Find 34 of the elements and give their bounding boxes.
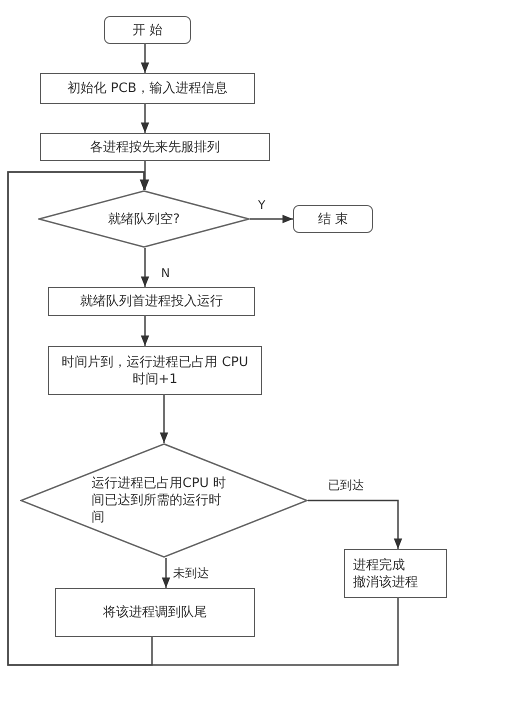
decision-diamond [20,443,308,558]
process-box [48,287,255,316]
step-text: 进程完成 [353,556,405,574]
edge-label: 已到达 [327,478,365,492]
edge-label: N [160,266,171,280]
step-text: 结 束 [318,210,348,228]
arrow [140,104,150,133]
edge-label: 未到达 [172,566,210,580]
step-text: 就绪队列首进程投入运行 [80,293,223,310]
arrow [160,395,168,443]
arrow [308,500,402,549]
step-text: 开 始 [132,22,163,38]
process-box [48,346,262,395]
process-box [40,73,255,104]
arrow [140,316,150,346]
arrow [140,248,150,287]
arrow [162,558,170,588]
process-box [40,133,270,161]
step-text: 各进程按先来先服排列 [90,138,220,156]
end-box [293,205,373,233]
decision-text: 运行进程已占用CPU 时间已达到所需的运行时间 [92,475,226,526]
step-text: 时间片到，运行进程已占用 CPU 时间+1 [60,354,250,388]
decision-diamond [38,190,250,248]
process-box [55,588,255,637]
arrow [7,171,399,666]
arrow [250,214,293,224]
arrow [140,44,150,73]
step-text: 撤消该进程 [353,574,418,590]
start-box [104,16,191,44]
edge-label: Y [257,198,266,212]
step-text: 将该进程调到队尾 [103,604,207,621]
decision-text: 就绪队列空? [108,210,180,228]
process-box [344,549,447,598]
step-text: 初始化 PCB，输入进程信息 [68,80,228,97]
